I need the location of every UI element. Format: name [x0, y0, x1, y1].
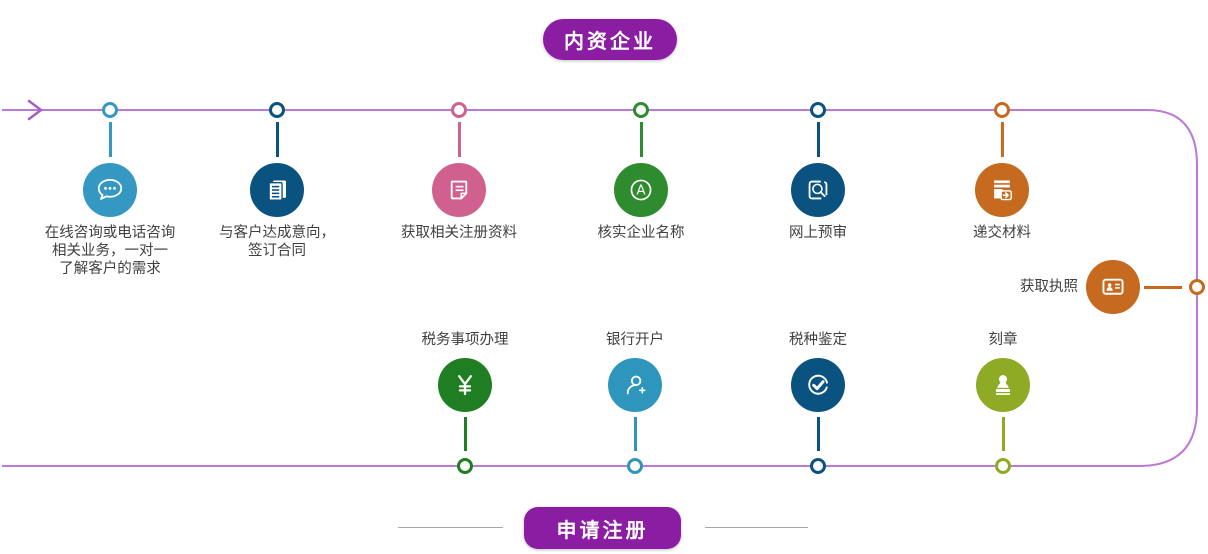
step-label: 获取执照: [1020, 279, 1078, 295]
timeline-node: [457, 458, 473, 474]
step-label: 与客户达成意向， 签订合同: [219, 225, 335, 259]
bottom-badge[interactable]: 申请注册: [524, 507, 681, 549]
step-label: 递交材料: [973, 225, 1031, 241]
document-submit-icon: [975, 163, 1029, 217]
connector: [108, 122, 112, 157]
document-search-icon: [791, 163, 845, 217]
connector: [816, 417, 820, 451]
chat-icon: [83, 163, 137, 217]
connector: [457, 122, 461, 157]
flow-arrow-icon: [27, 99, 43, 121]
step-label: 税种鉴定: [789, 332, 847, 348]
stamp-icon: [976, 358, 1030, 412]
connector: [1144, 285, 1182, 289]
connector: [1000, 122, 1004, 157]
step-label: 银行开户: [606, 332, 664, 348]
step-label: 在线咨询或电话咨询 相关业务，一对一 了解客户的需求: [44, 225, 176, 277]
timeline-node: [633, 102, 649, 118]
timeline-node: [994, 102, 1010, 118]
top-badge[interactable]: 内资企业: [543, 19, 677, 60]
connector: [1001, 417, 1005, 451]
license-icon: [1086, 260, 1140, 314]
timeline-node: [1189, 279, 1205, 295]
step-label: 刻章: [988, 332, 1018, 348]
connector: [639, 122, 643, 157]
timeline-node: [102, 102, 118, 118]
svg-text:A: A: [636, 183, 646, 199]
divider-line-right: [705, 527, 808, 528]
timeline-node: [810, 458, 826, 474]
connector: [633, 417, 637, 451]
step-label: 税务事项办理: [421, 332, 509, 348]
yuan-icon: [438, 358, 492, 412]
connector: [816, 122, 820, 157]
timeline-node: [995, 458, 1011, 474]
step-label: 网上预审: [789, 225, 847, 241]
step-label: 获取相关注册资料: [401, 225, 517, 241]
documents-icon: [250, 163, 304, 217]
timeline-node: [810, 102, 826, 118]
letter-a-icon: A: [614, 163, 668, 217]
divider-line-left: [398, 527, 503, 528]
person-add-icon: [608, 358, 662, 412]
document-edit-icon: [432, 163, 486, 217]
connector: [275, 122, 279, 157]
timeline-node: [627, 458, 643, 474]
timeline-node: [269, 102, 285, 118]
step-label: 核实企业名称: [597, 225, 685, 241]
check-circle-icon: [791, 358, 845, 412]
timeline-node: [451, 102, 467, 118]
connector: [463, 417, 467, 451]
